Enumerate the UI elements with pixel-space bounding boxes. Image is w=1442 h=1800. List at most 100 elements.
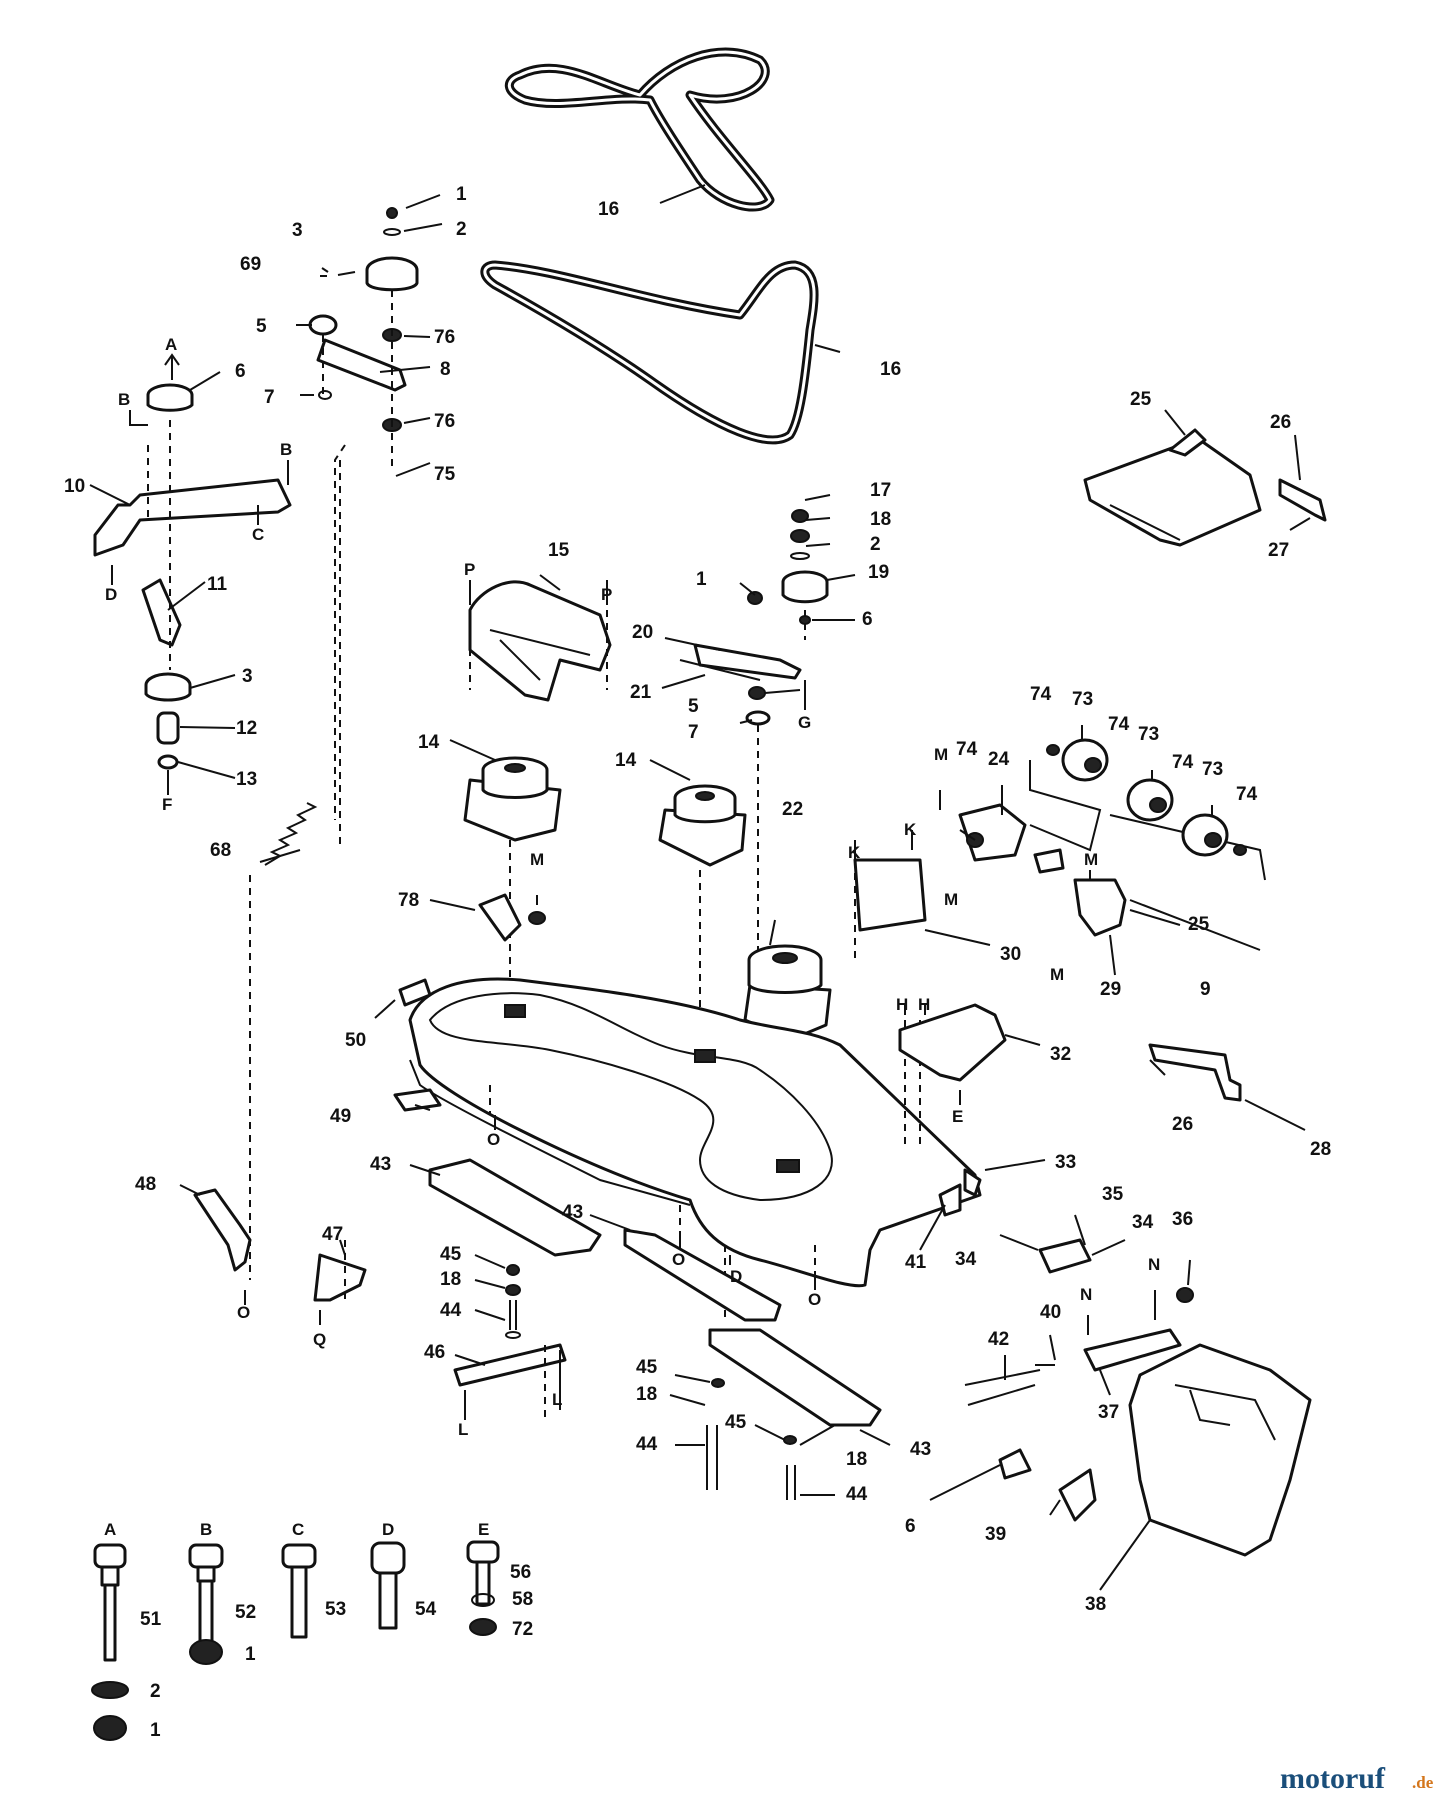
label-58: 58 <box>512 1589 533 1610</box>
label-1-mid: 1 <box>696 569 707 590</box>
label-29: 29 <box>1100 979 1121 1000</box>
letter-K-b: K <box>904 820 917 839</box>
label-16-lower: 16 <box>880 359 901 380</box>
label-54: 54 <box>415 1599 437 1620</box>
letter-E-bolt: E <box>478 1520 489 1539</box>
label-18-low: 18 <box>636 1384 657 1405</box>
letter-O-c: O <box>672 1250 685 1269</box>
blade-fasteners <box>453 1264 797 1500</box>
label-47: 47 <box>322 1224 343 1245</box>
label-1-bolt: 1 <box>245 1644 256 1665</box>
label-74-e: 74 <box>956 739 978 760</box>
label-22: 22 <box>782 799 803 820</box>
letter-N-a: N <box>1080 1285 1092 1304</box>
label-1-top: 1 <box>456 184 467 205</box>
letter-D-a: D <box>105 585 117 604</box>
label-51: 51 <box>140 1609 162 1630</box>
number-labels: 16 16 1 2 3 69 5 76 8 7 76 75 6 10 11 3 … <box>64 184 1331 1741</box>
letter-M-a: M <box>530 850 544 869</box>
letter-L-a: L <box>458 1420 468 1439</box>
label-28: 28 <box>1310 1139 1331 1160</box>
letter-B-bolt: B <box>200 1520 212 1539</box>
label-43-right: 43 <box>910 1439 931 1460</box>
label-7-mid: 7 <box>688 722 699 743</box>
label-76-b: 76 <box>434 411 455 432</box>
label-24: 24 <box>988 749 1010 770</box>
label-45-r: 45 <box>725 1412 747 1433</box>
letter-P-a: P <box>464 560 475 579</box>
letter-M-c: M <box>944 890 958 909</box>
label-26-top: 26 <box>1270 412 1291 433</box>
letter-G-a: G <box>798 713 811 732</box>
label-5-left: 5 <box>256 316 267 337</box>
label-74-c: 74 <box>1172 752 1194 773</box>
label-15: 15 <box>548 540 570 561</box>
label-13: 13 <box>236 769 257 790</box>
label-18-left: 18 <box>440 1269 461 1290</box>
letter-N-b: N <box>1148 1255 1160 1274</box>
letter-O-a: O <box>487 1130 500 1149</box>
label-72: 72 <box>512 1619 533 1640</box>
lower-belt <box>480 260 819 445</box>
letter-B-b: B <box>280 440 292 459</box>
lower-right-parts <box>938 1183 1312 1557</box>
gauge-wheels <box>1029 738 1266 881</box>
label-73-c: 73 <box>1202 759 1223 780</box>
label-48: 48 <box>135 1174 156 1195</box>
label-43-left: 43 <box>370 1154 391 1175</box>
belt-guard <box>468 580 612 702</box>
label-26-right: 26 <box>1172 1114 1193 1135</box>
label-27: 27 <box>1268 540 1289 561</box>
deck-hanger <box>1083 428 1327 547</box>
label-35: 35 <box>1102 1184 1124 1205</box>
watermark-brand: motoruf <box>1280 1762 1386 1795</box>
upper-belt <box>504 47 775 212</box>
top-idler-assembly <box>308 207 419 820</box>
label-33: 33 <box>1055 1152 1076 1173</box>
label-43-mid: 43 <box>562 1202 583 1223</box>
label-34-a: 34 <box>955 1249 977 1270</box>
label-56: 56 <box>510 1562 531 1583</box>
mower-deck <box>408 977 982 1288</box>
center-pulley-stack <box>679 509 829 960</box>
bolt-lineup <box>91 1540 500 1741</box>
label-44-r: 44 <box>846 1484 868 1505</box>
label-20: 20 <box>632 622 653 643</box>
letter-C-bolt: C <box>292 1520 304 1539</box>
label-32: 32 <box>1050 1044 1071 1065</box>
label-3-top: 3 <box>292 220 303 241</box>
label-74-b: 74 <box>1108 714 1130 735</box>
left-links <box>193 1188 367 1302</box>
letter-F-a: F <box>162 795 172 814</box>
label-36: 36 <box>1172 1209 1193 1230</box>
label-73-a: 73 <box>1072 689 1093 710</box>
label-34-b: 34 <box>1132 1212 1154 1233</box>
letter-C-a: C <box>252 525 264 544</box>
label-3-left: 3 <box>242 666 253 687</box>
front-brackets <box>853 803 1261 960</box>
label-17: 17 <box>870 480 891 501</box>
label-40: 40 <box>1040 1302 1061 1323</box>
label-50: 50 <box>345 1030 366 1051</box>
label-2-top: 2 <box>456 219 467 240</box>
watermark-tld: .de <box>1412 1773 1434 1792</box>
label-41: 41 <box>905 1252 927 1273</box>
label-52: 52 <box>235 1602 256 1623</box>
letter-D-bolt: D <box>382 1520 394 1539</box>
label-18-r: 18 <box>846 1449 867 1470</box>
label-11: 11 <box>207 574 228 595</box>
letter-A-bolt: A <box>104 1520 116 1539</box>
label-1-bolt2: 1 <box>150 1720 161 1741</box>
label-44-low: 44 <box>636 1434 658 1455</box>
rear-brackets <box>898 1003 1242 1102</box>
letter-Q-a: Q <box>313 1330 326 1349</box>
letter-O-b: O <box>237 1303 250 1322</box>
letter-M-e: M <box>1050 965 1064 984</box>
letter-M-d: M <box>1084 850 1098 869</box>
label-16-upper: 16 <box>598 199 619 220</box>
label-37: 37 <box>1098 1402 1119 1423</box>
label-68: 68 <box>210 840 231 861</box>
label-30: 30 <box>1000 944 1021 965</box>
letter-H-a: H <box>896 995 908 1014</box>
